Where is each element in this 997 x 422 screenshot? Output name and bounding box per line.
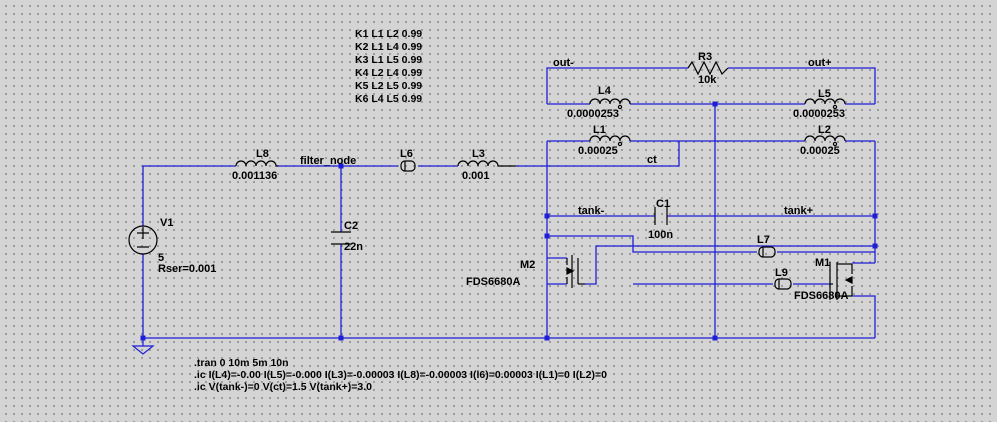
inductor-l2[interactable] <box>804 135 846 147</box>
ground-symbol <box>131 338 155 355</box>
net-label-out-minus: out- <box>553 57 574 69</box>
directive-k1: K1 L1 L2 0.99 <box>355 28 422 40</box>
m2-name: M2 <box>520 259 535 271</box>
net-label-ct: ct <box>647 154 657 166</box>
directive-ic-voltages: .ic V(tank-)=0 V(ct)=1.5 V(tank+)=3.0 <box>194 381 372 393</box>
v1-series-resistance: Rser=0.001 <box>158 263 216 275</box>
l1-value: 0.00025 <box>578 145 618 157</box>
v1-name: V1 <box>160 217 173 229</box>
directive-k6: K6 L4 L5 0.99 <box>355 93 422 105</box>
directive-k2: K2 L1 L4 0.99 <box>355 41 422 53</box>
m1-name: M1 <box>815 257 830 269</box>
wire-tank-plus-to-l9 <box>585 245 875 285</box>
c2-value: 22n <box>344 241 363 253</box>
directive-k5: K5 L2 L5 0.99 <box>355 80 422 92</box>
l4-value: 0.0000253 <box>567 108 619 120</box>
directive-ic-currents: .ic I(L4)=-0.00 I(L5)=-0.000 I(L3)=-0.00… <box>194 369 607 381</box>
l6-name: L6 <box>400 148 413 160</box>
net-labels: out- out+ filter_node ct tank- tank+ <box>300 57 832 217</box>
v1-value: 5 <box>158 252 164 264</box>
r3-name: R3 <box>698 51 712 63</box>
inductor-l8[interactable] <box>235 160 278 167</box>
wire-center-tap <box>516 141 680 167</box>
junctions <box>140 101 878 341</box>
c1-name: C1 <box>656 198 670 210</box>
junction <box>338 163 344 169</box>
m2-value: FDS6680A <box>466 276 520 288</box>
capacitor-c2[interactable] <box>331 231 351 245</box>
capacitor-c1[interactable] <box>654 207 668 225</box>
resistor-r3[interactable] <box>687 60 729 76</box>
l7-name: L7 <box>757 234 770 246</box>
component-labels: R3 10k L4 0.0000253 L5 0.0000253 L1 0.00… <box>158 51 848 302</box>
directive-tran: .tran 0 10m 5m 10n <box>194 357 289 369</box>
junction <box>338 335 344 341</box>
junction <box>712 335 718 341</box>
l8-value: 0.001136 <box>232 170 277 182</box>
l1-name: L1 <box>593 124 606 136</box>
ferrite-bead-l7[interactable] <box>758 246 776 258</box>
l5-name: L5 <box>818 88 831 100</box>
l4-name: L4 <box>598 85 612 97</box>
net-label-tank-minus: tank- <box>578 205 605 217</box>
mosfet-m1[interactable] <box>829 262 853 300</box>
l8-name: L8 <box>256 148 269 160</box>
junction <box>712 101 718 107</box>
junction <box>544 233 550 239</box>
wire-v1-top <box>142 165 236 226</box>
wire-out-loop-right <box>728 67 876 104</box>
directive-k3: K3 L1 L5 0.99 <box>355 54 422 66</box>
voltage-source-v1[interactable] <box>128 225 158 255</box>
junction <box>872 243 878 249</box>
inductor-l3[interactable] <box>457 160 516 167</box>
net-label-filter-node: filter_node <box>300 155 356 167</box>
wire-tank-minus-to-l7 <box>547 235 757 253</box>
net-label-tank-plus: tank+ <box>784 205 813 217</box>
junction <box>544 335 550 341</box>
simulation-directives: .tran 0 10m 5m 10n .ic I(L4)=-0.00 I(L5)… <box>194 357 607 393</box>
l9-name: L9 <box>775 267 788 279</box>
l2-name: L2 <box>818 124 831 136</box>
l2-value: 0.00025 <box>800 145 840 157</box>
l5-value: 0.0000253 <box>793 108 845 120</box>
wires <box>142 67 876 339</box>
ferrite-bead-l6[interactable] <box>400 160 416 172</box>
l3-name: L3 <box>472 148 485 160</box>
net-label-out-plus: out+ <box>808 57 832 69</box>
junction <box>872 213 878 219</box>
mosfet-m2[interactable] <box>566 255 585 288</box>
wire-m1-source <box>852 295 876 338</box>
c1-value: 100n <box>648 229 673 241</box>
wire-out-loop-left <box>546 67 688 104</box>
junction <box>544 213 550 219</box>
directive-k4: K4 L2 L4 0.99 <box>355 67 422 79</box>
inductor-l5[interactable] <box>804 98 846 110</box>
coupling-directives: K1 L1 L2 0.99 K2 L1 L4 0.99 K3 L1 L5 0.9… <box>355 28 422 105</box>
r3-value: 10k <box>698 74 717 86</box>
inductor-l4[interactable] <box>589 98 631 110</box>
l3-value: 0.001 <box>462 170 490 182</box>
ferrite-bead-l9[interactable] <box>774 278 792 290</box>
inductor-l1[interactable] <box>589 135 631 147</box>
c2-name: C2 <box>344 220 358 232</box>
m1-value: FDS6680A <box>794 290 848 302</box>
